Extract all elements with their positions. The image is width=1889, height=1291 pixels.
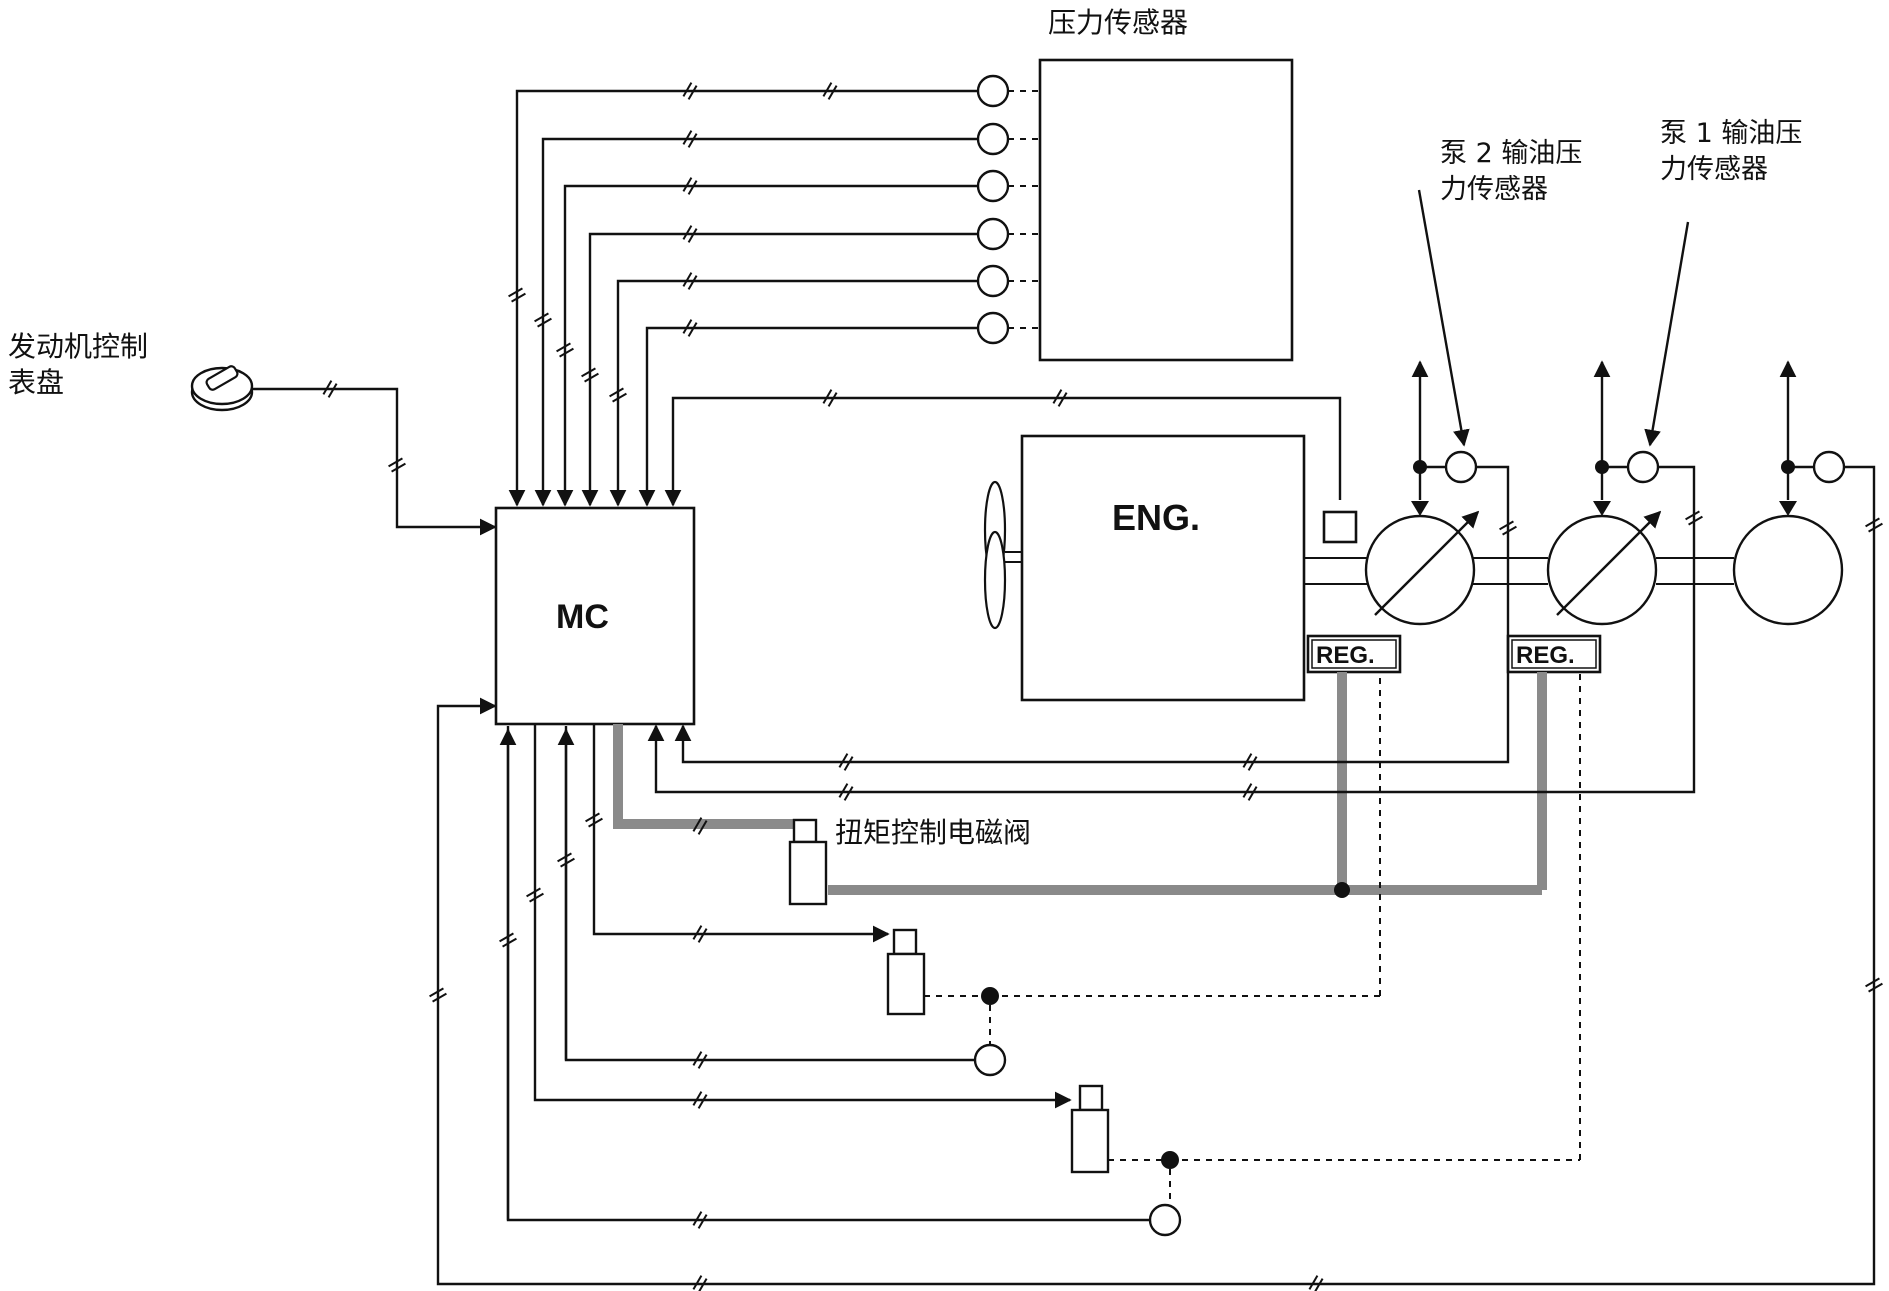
engine-dial-label-line2: 表盘 bbox=[8, 366, 64, 399]
pressure-sensor-2 bbox=[976, 122, 1010, 156]
solenoid-valve-3 bbox=[1070, 1084, 1110, 1174]
pump1-pressure-sensor bbox=[1626, 450, 1660, 484]
pump2-sensor-label-line1: 泵 2 输油压 bbox=[1440, 138, 1582, 169]
pressure-sensor-box bbox=[1038, 58, 1294, 362]
pressure-sensor-circles bbox=[976, 74, 1010, 345]
valve3-pressure-sensor bbox=[1148, 1203, 1182, 1237]
solenoid-valve-2 bbox=[886, 928, 926, 1016]
pump1-sensor-label-line1: 泵 1 输油压 bbox=[1660, 118, 1802, 149]
engine-label: ENG. bbox=[1112, 497, 1200, 538]
pressure-sensor-signal-lines bbox=[508, 89, 1342, 507]
pressure-sensor-6 bbox=[976, 311, 1010, 345]
pressure-sensor-3 bbox=[976, 169, 1010, 203]
signal-bus-ticks bbox=[322, 82, 1883, 1291]
pump-3 bbox=[1732, 360, 1846, 626]
pump1-sensor-label-line2: 力传感器 bbox=[1660, 154, 1768, 185]
pilot-pressure-lines bbox=[613, 672, 1547, 898]
engine-dial-label-line1: 发动机控制 bbox=[8, 330, 148, 363]
pump-2 bbox=[1364, 189, 1480, 626]
valve3-pressure-node bbox=[1108, 672, 1581, 1237]
pump-pressure-feedback-lines bbox=[436, 465, 1876, 1286]
engine-speed-sensor bbox=[1322, 510, 1358, 544]
pressure-sensor-5 bbox=[976, 264, 1010, 298]
torque-control-solenoid-valve bbox=[788, 818, 828, 906]
engine-dial-signal-line bbox=[252, 387, 497, 536]
pump3-pressure-sensor bbox=[1812, 450, 1846, 484]
torque-valve-label: 扭矩控制电磁阀 bbox=[835, 816, 1031, 849]
regulator-1-label: REG. bbox=[1316, 642, 1375, 669]
pump2-sensor-label-line2: 力传感器 bbox=[1440, 174, 1548, 205]
mc-label: MC bbox=[556, 598, 609, 636]
pressure-sensor-4 bbox=[976, 217, 1010, 251]
valve2-pressure-node bbox=[924, 672, 1381, 1077]
pressure-sensor-stubs bbox=[1008, 90, 1040, 329]
engine-control-dial[interactable] bbox=[190, 365, 254, 412]
regulator-2-label: REG. bbox=[1516, 642, 1575, 669]
mc-output-lines bbox=[506, 724, 1150, 1222]
pump2-pressure-sensor bbox=[1444, 450, 1478, 484]
pump-1 bbox=[1546, 221, 1690, 626]
pressure-sensor-label: 压力传感器 bbox=[1048, 6, 1188, 39]
regulator-2: REG. bbox=[1506, 634, 1602, 674]
regulator-1: REG. bbox=[1306, 634, 1402, 674]
valve2-pressure-sensor bbox=[973, 1043, 1007, 1077]
engine-box bbox=[1020, 434, 1306, 702]
pressure-sensor-1 bbox=[976, 74, 1010, 108]
cooling-fan-icon bbox=[983, 480, 1007, 630]
mc-controller-box bbox=[494, 506, 696, 726]
